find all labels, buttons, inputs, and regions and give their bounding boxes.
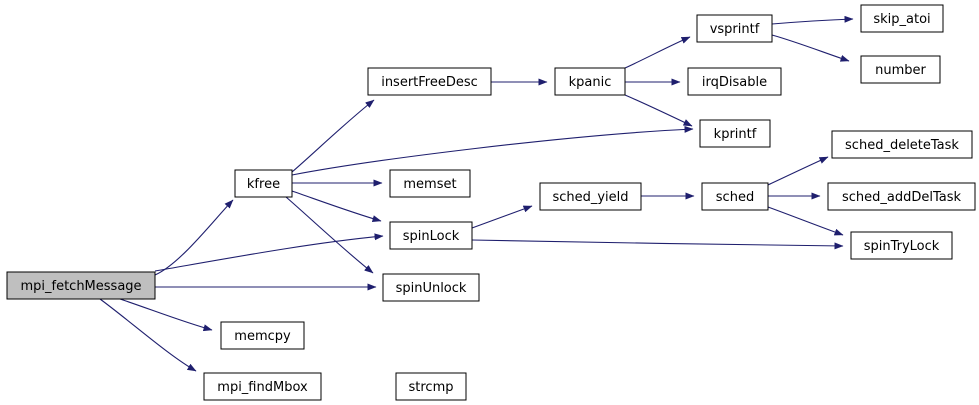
edge-line — [154, 199, 234, 276]
node-box[interactable] — [395, 372, 467, 401]
node-vsprintf[interactable]: vsprintf — [696, 14, 773, 43]
edge-line — [471, 239, 844, 250]
call-edge-mpi_fetchMessage-to-spinLock — [154, 233, 384, 272]
edge-line — [154, 233, 384, 272]
node-mpi_findMbox[interactable]: mpi_findMbox — [203, 372, 322, 401]
node-label: mpi_findMbox — [217, 380, 308, 395]
node-memcpy[interactable]: memcpy — [220, 321, 305, 350]
node-label: sched_yield — [552, 190, 628, 205]
call-edge-kfree-to-kprintf — [291, 125, 694, 176]
node-box[interactable] — [6, 271, 156, 300]
node-label: spinLock — [403, 229, 460, 244]
edge-line — [624, 94, 693, 127]
node-label: spinUnlock — [396, 281, 467, 296]
edges-layer — [99, 15, 854, 372]
node-label: number — [875, 63, 926, 78]
call-edge-kpanic-to-kprintf — [624, 94, 693, 127]
node-label: sched_deleteTask — [845, 138, 959, 153]
call-edge-kfree-to-insertFreeDesc — [291, 99, 375, 173]
node-number[interactable]: number — [860, 55, 941, 84]
call-edge-mpi_fetchMessage-to-memcpy — [119, 298, 213, 332]
node-label: kfree — [247, 177, 280, 192]
node-kpanic[interactable]: kpanic — [554, 67, 626, 96]
call-edge-vsprintf-to-number — [771, 34, 850, 62]
node-box[interactable] — [382, 273, 480, 302]
edge-line — [771, 15, 854, 25]
edge-line — [119, 298, 213, 332]
node-kprintf[interactable]: kprintf — [699, 119, 771, 148]
node-label: irqDisable — [702, 75, 767, 90]
node-box[interactable] — [539, 182, 642, 211]
node-box[interactable] — [827, 182, 976, 211]
call-edge-kfree-to-spinLock — [291, 190, 382, 223]
node-box[interactable] — [220, 321, 305, 350]
node-sched_deleteTask[interactable]: sched_deleteTask — [831, 130, 973, 159]
node-spinTryLock[interactable]: spinTryLock — [850, 231, 953, 260]
call-edge-sched-to-spinTryLock — [767, 206, 844, 236]
edge-line — [767, 206, 844, 236]
edge-line — [771, 34, 850, 62]
node-spinUnlock[interactable]: spinUnlock — [382, 273, 480, 302]
node-label: insertFreeDesc — [381, 75, 478, 90]
node-mpi_fetchMessage[interactable]: mpi_fetchMessage — [6, 271, 156, 300]
node-memset[interactable]: memset — [389, 169, 471, 198]
edge-line — [99, 298, 197, 372]
node-label: vsprintf — [710, 22, 760, 37]
node-box[interactable] — [203, 372, 322, 401]
node-box[interactable] — [389, 221, 473, 250]
node-label: memset — [403, 177, 456, 192]
node-box[interactable] — [367, 67, 492, 96]
node-irqDisable[interactable]: irqDisable — [687, 67, 782, 96]
node-box[interactable] — [860, 55, 941, 84]
node-label: skip_atoi — [873, 12, 930, 27]
node-label: strcmp — [409, 380, 454, 395]
node-box[interactable] — [696, 14, 773, 43]
node-sched[interactable]: sched — [701, 182, 769, 211]
node-box[interactable] — [860, 4, 944, 33]
call-edge-mpi_fetchMessage-to-kfree — [154, 199, 234, 276]
node-box[interactable] — [831, 130, 973, 159]
node-box[interactable] — [687, 67, 782, 96]
node-sched_yield[interactable]: sched_yield — [539, 182, 642, 211]
call-edge-sched-to-sched_deleteTask — [767, 156, 829, 186]
node-kfree[interactable]: kfree — [234, 169, 293, 198]
call-edge-spinLock-to-spinTryLock — [471, 239, 844, 250]
node-label: mpi_fetchMessage — [20, 279, 141, 294]
edge-line — [291, 99, 375, 173]
call-edge-mpi_fetchMessage-to-mpi_findMbox — [99, 298, 197, 372]
edge-line — [471, 205, 533, 229]
call-edge-spinLock-to-sched_yield — [471, 205, 533, 229]
node-insertFreeDesc[interactable]: insertFreeDesc — [367, 67, 492, 96]
edge-line — [624, 36, 691, 69]
node-box[interactable] — [699, 119, 771, 148]
node-spinLock[interactable]: spinLock — [389, 221, 473, 250]
node-box[interactable] — [850, 231, 953, 260]
node-box[interactable] — [554, 67, 626, 96]
node-label: kprintf — [714, 127, 757, 142]
edge-line — [291, 190, 382, 223]
node-strcmp[interactable]: strcmp — [395, 372, 467, 401]
call-edge-kfree-to-spinUnlock — [285, 196, 374, 274]
call-edge-kpanic-to-vsprintf — [624, 36, 691, 69]
node-label: kpanic — [569, 75, 612, 90]
node-box[interactable] — [701, 182, 769, 211]
nodes-layer: mpi_fetchMessage kfree memcpy mpi_findMbox i… — [6, 4, 976, 401]
node-skip_atoi[interactable]: skip_atoi — [860, 4, 944, 33]
node-box[interactable] — [234, 169, 293, 198]
node-label: memcpy — [234, 329, 291, 344]
node-sched_addDelTask[interactable]: sched_addDelTask — [827, 182, 976, 211]
node-box[interactable] — [389, 169, 471, 198]
node-label: sched_addDelTask — [842, 190, 962, 205]
node-label: spinTryLock — [864, 239, 940, 254]
edge-line — [285, 196, 374, 274]
edge-line — [767, 156, 829, 186]
call-edge-vsprintf-to-skip_atoi — [771, 15, 854, 25]
edge-line — [291, 125, 694, 176]
node-label: sched — [716, 190, 754, 205]
